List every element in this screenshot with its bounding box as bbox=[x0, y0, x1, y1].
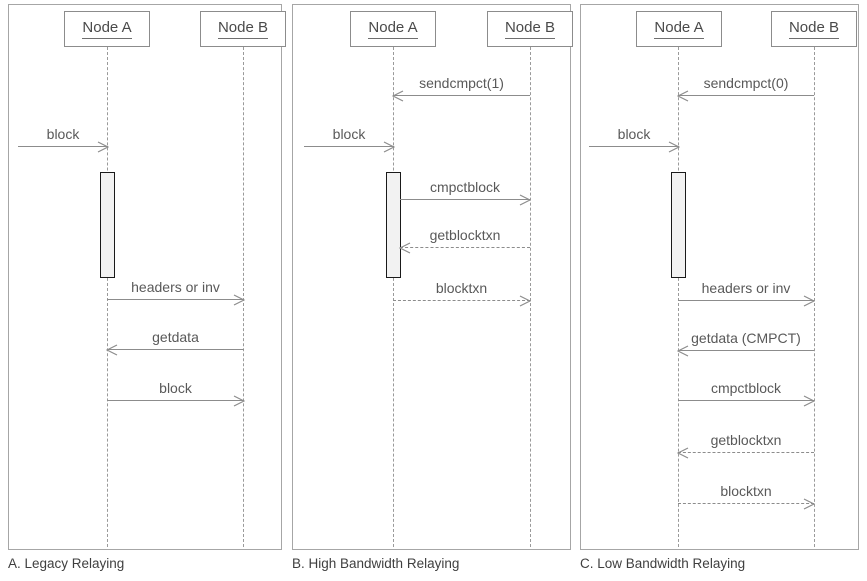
panel-a-participant-node-b: Node B bbox=[200, 11, 286, 47]
message-line bbox=[678, 95, 814, 96]
arrowhead-right-icon bbox=[519, 193, 532, 206]
message-label: sendcmpct(1) bbox=[419, 75, 504, 91]
message-line bbox=[678, 400, 814, 401]
participant-label: Node A bbox=[82, 19, 132, 39]
message-line bbox=[107, 349, 244, 350]
panel-b-activation-bar-node-a bbox=[386, 172, 401, 278]
panel-a-participant-node-a: Node A bbox=[64, 11, 150, 47]
panel-a-caption: A. Legacy Relaying bbox=[8, 556, 125, 571]
message-line bbox=[18, 146, 108, 147]
panel-b-lifeline-node-a bbox=[393, 47, 394, 547]
participant-label: Node B bbox=[504, 19, 556, 39]
panel-c-activation-bar-node-a bbox=[671, 172, 686, 278]
message-line bbox=[678, 350, 814, 351]
message-line bbox=[678, 452, 814, 453]
message-label: getdata (CMPCT) bbox=[691, 330, 801, 346]
message-label: sendcmpct(0) bbox=[703, 75, 789, 91]
arrowhead-left-icon bbox=[391, 89, 404, 102]
message-label: cmpctblock bbox=[429, 179, 501, 195]
message-line bbox=[107, 400, 244, 401]
message-label: block bbox=[159, 380, 192, 396]
panel-c-participant-node-a: Node A bbox=[636, 11, 722, 47]
panel-legacy-relaying bbox=[8, 4, 282, 550]
arrowhead-right-icon bbox=[383, 140, 396, 153]
panel-b-lifeline-node-b bbox=[530, 47, 531, 547]
panel-b-participant-node-b: Node B bbox=[487, 11, 573, 47]
panel-a-lifeline-node-b bbox=[243, 47, 244, 547]
participant-label: Node B bbox=[788, 19, 840, 39]
message-label: blocktxn bbox=[720, 483, 772, 499]
panel-a-activation-bar-node-a bbox=[100, 172, 115, 278]
message-line bbox=[400, 199, 530, 200]
arrowhead-right-icon bbox=[97, 140, 110, 153]
message-line bbox=[304, 146, 394, 147]
arrowhead-left-icon bbox=[676, 89, 689, 102]
arrowhead-left-icon bbox=[105, 343, 118, 356]
message-label: getblocktxn bbox=[710, 432, 782, 448]
message-line bbox=[589, 146, 679, 147]
message-line bbox=[678, 300, 814, 301]
arrowhead-left-icon bbox=[398, 241, 411, 254]
arrowhead-right-icon bbox=[233, 394, 246, 407]
arrowhead-right-icon bbox=[519, 294, 532, 307]
participant-label: Node A bbox=[654, 19, 704, 39]
panel-c-lifeline-node-b bbox=[814, 47, 815, 547]
panel-c-lifeline-node-a bbox=[678, 47, 679, 547]
panel-b-caption: B. High Bandwidth Relaying bbox=[292, 556, 460, 571]
message-label: getdata bbox=[152, 329, 199, 345]
message-label: getblocktxn bbox=[429, 227, 501, 243]
arrowhead-right-icon bbox=[233, 293, 246, 306]
message-label: block bbox=[46, 126, 80, 142]
message-label: headers or inv bbox=[701, 280, 791, 296]
message-line bbox=[107, 299, 244, 300]
arrowhead-right-icon bbox=[803, 294, 816, 307]
panel-b-participant-node-a: Node A bbox=[350, 11, 436, 47]
message-line bbox=[393, 300, 530, 301]
message-label: block bbox=[332, 126, 366, 142]
message-label: headers or inv bbox=[131, 279, 220, 295]
participant-label: Node B bbox=[217, 19, 269, 39]
message-label: blocktxn bbox=[435, 280, 488, 296]
message-label: cmpctblock bbox=[710, 380, 782, 396]
panel-a-lifeline-node-a bbox=[107, 47, 108, 547]
arrowhead-left-icon bbox=[676, 344, 689, 357]
panel-c-participant-node-b: Node B bbox=[771, 11, 857, 47]
message-line bbox=[400, 247, 530, 248]
arrowhead-right-icon bbox=[668, 140, 681, 153]
message-label: block bbox=[617, 126, 651, 142]
message-line bbox=[678, 503, 814, 504]
arrowhead-right-icon bbox=[803, 497, 816, 510]
arrowhead-left-icon bbox=[676, 446, 689, 459]
message-line bbox=[393, 95, 530, 96]
panel-c-caption: C. Low Bandwidth Relaying bbox=[580, 556, 746, 571]
participant-label: Node A bbox=[368, 19, 418, 39]
arrowhead-right-icon bbox=[803, 394, 816, 407]
